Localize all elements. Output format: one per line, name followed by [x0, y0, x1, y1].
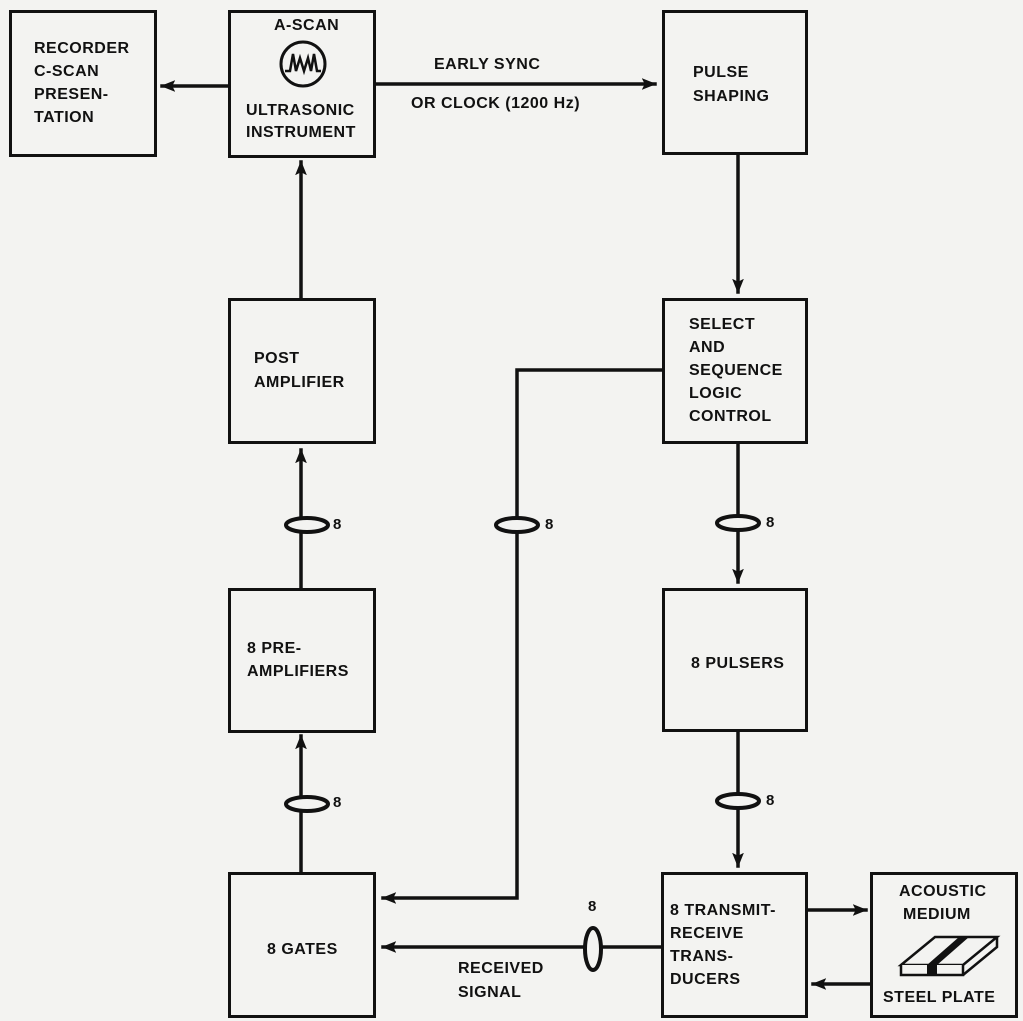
arrow-logic-to-gates [381, 368, 664, 904]
post-amp-line-1: POST [254, 350, 300, 367]
received-label-line-1: RECEIVED [458, 960, 544, 977]
sync-label-line-1: EARLY SYNC [434, 56, 541, 73]
steel-plate-label: STEEL PLATE [883, 989, 996, 1006]
preamp-line-2: AMPLIFIERS [247, 663, 349, 680]
bus-count-3: 8 [766, 514, 775, 531]
transducers-block: 8 TRANSMIT- RECEIVE TRANS- DUCERS [661, 872, 808, 1018]
steel-plate-icon [897, 935, 1001, 977]
bus-marker-1 [284, 516, 330, 534]
bus-marker-5 [715, 792, 761, 810]
transducers-line-1: 8 TRANSMIT- [670, 902, 776, 919]
acoustic-line-1: ACOUSTIC [899, 883, 987, 900]
logic-line-5: CONTROL [689, 408, 772, 425]
gates-label: 8 GATES [267, 941, 338, 958]
post-amplifier-block: POST AMPLIFIER [228, 298, 376, 444]
bus-marker-6 [583, 926, 603, 972]
logic-control-block: SELECT AND SEQUENCE LOGIC CONTROL [662, 298, 808, 444]
logic-line-1: SELECT [689, 316, 756, 333]
recorder-line-2: C-SCAN [34, 63, 100, 80]
bus-count-4: 8 [333, 794, 342, 811]
bus-count-5: 8 [766, 792, 775, 809]
pulsers-label: 8 PULSERS [691, 655, 785, 672]
transducers-line-2: RECEIVE [670, 925, 744, 942]
bus-count-6: 8 [588, 898, 597, 915]
recorder-line-3: PRESEN- [34, 86, 109, 103]
bus-marker-2 [494, 516, 540, 534]
preamplifiers-block: 8 PRE- AMPLIFIERS [228, 588, 376, 733]
transducers-line-3: TRANS- [670, 948, 734, 965]
sync-label-line-2: OR CLOCK (1200 Hz) [411, 95, 581, 112]
gates-block: 8 GATES [228, 872, 376, 1018]
bus-count-2: 8 [545, 516, 554, 533]
pulse-shaping-line-1: PULSE [693, 64, 749, 81]
bus-marker-4 [284, 795, 330, 813]
preamp-line-1: 8 PRE- [247, 640, 302, 657]
pulsers-block: 8 PULSERS [662, 588, 808, 732]
ultrasonic-instrument-block: A-SCAN ULTRASONIC INSTRUMENT [228, 10, 376, 158]
bus-count-1: 8 [333, 516, 342, 533]
logic-line-4: LOGIC [689, 385, 743, 402]
ultrasonic-line-2: INSTRUMENT [246, 124, 356, 141]
acoustic-line-2: MEDIUM [903, 906, 971, 923]
received-label-line-2: SIGNAL [458, 984, 522, 1001]
post-amp-line-2: AMPLIFIER [254, 374, 345, 391]
recorder-line-1: RECORDER [34, 40, 130, 57]
a-scan-icon [279, 40, 327, 88]
transducers-line-4: DUCERS [670, 971, 741, 988]
logic-line-2: AND [689, 339, 726, 356]
recorder-line-4: TATION [34, 109, 95, 126]
ultrasonic-line-1: ULTRASONIC [246, 102, 355, 119]
acoustic-medium-block: ACOUSTIC MEDIUM STEEL PLATE [870, 872, 1018, 1018]
pulse-shaping-line-2: SHAPING [693, 88, 770, 105]
recorder-block: RECORDER C-SCAN PRESEN- TATION [9, 10, 157, 157]
bus-marker-3 [715, 514, 761, 532]
logic-line-3: SEQUENCE [689, 362, 783, 379]
a-scan-label: A-SCAN [274, 17, 340, 34]
pulse-shaping-block: PULSE SHAPING [662, 10, 808, 155]
